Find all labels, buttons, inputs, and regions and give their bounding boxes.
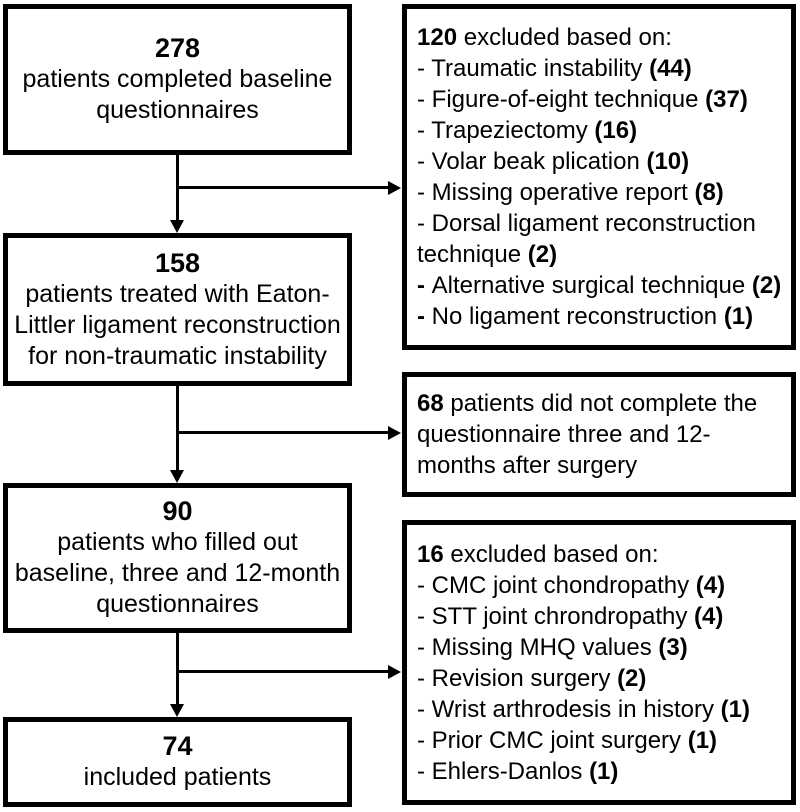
item-count: (1) (687, 726, 718, 754)
item-count: (4) (694, 602, 724, 630)
line-text: technique (417, 241, 528, 268)
connector-line-down-1 (176, 155, 179, 223)
line-text: - Prior CMC joint surgery (417, 726, 688, 754)
list-item: - Trapeziectomy (16) (417, 115, 787, 146)
patient-count: 278 (154, 33, 201, 63)
item-count: (37) (705, 86, 748, 113)
list-item: - Alternative surgical technique (2) (417, 270, 787, 301)
box-lost-followup: 68 patients did not complete the questio… (402, 372, 796, 497)
list-item: - Traumatic instability (44) (417, 53, 787, 84)
list-item: - Missing MHQ values (3) (417, 632, 787, 663)
line-text: - CMC joint chondropathy (417, 571, 696, 599)
connector-line-right-3 (177, 670, 389, 673)
line-text: questionnaire three and 12- (417, 421, 711, 448)
bold-dash: - (417, 303, 432, 330)
item-count: (1) (723, 303, 754, 330)
box-text-line: Littler ligament reconstruction (14, 310, 341, 339)
list-item-wrap: technique (2) (417, 239, 787, 270)
arrow-right-icon (388, 665, 401, 679)
box-text-line: patients completed baseline (22, 65, 333, 93)
patient-count: 158 (154, 247, 201, 278)
arrow-down-icon (170, 470, 184, 483)
item-count: (3) (658, 633, 688, 661)
item-count: (1) (720, 695, 750, 723)
connector-line-down-2 (176, 386, 179, 472)
item-count: (10) (646, 148, 690, 175)
box-text-line: questionnaire three and 12- (417, 419, 787, 450)
line-text: - Revision surgery (417, 664, 618, 692)
line-text: - Missing MHQ values (417, 633, 659, 661)
connector-line-right-2 (177, 431, 389, 434)
line-text: patients did not complete the (443, 390, 758, 417)
arrow-down-icon (170, 220, 184, 233)
item-count: (4) (695, 571, 726, 599)
item-count: (16) (594, 117, 638, 144)
box-text-line: baseline, three and 12-month (14, 559, 341, 587)
line-text: No ligament reconstruction (431, 303, 724, 330)
excluded-count: 120 (417, 24, 458, 51)
line-text: - Missing operative report (417, 179, 695, 206)
list-item: - Ehlers-Danlos (1) (417, 756, 787, 787)
line-text: - Traumatic instability (417, 55, 650, 82)
line-text: excluded based on: (457, 24, 672, 51)
box-text-line: for non-traumatic instability (28, 341, 327, 370)
box-text-line: patients who filled out (57, 528, 298, 556)
item-count: (2) (617, 664, 647, 692)
box-excluded-final: 16 excluded based on: - CMC joint chondr… (402, 520, 796, 805)
item-count: (2) (527, 241, 558, 268)
item-count: (1) (589, 757, 619, 785)
list-item: - Figure-of-eight technique (37) (417, 84, 787, 115)
list-item: - Revision surgery (2) (417, 663, 787, 694)
line-text: - STT joint chrondropathy (417, 602, 695, 630)
list-item: - Prior CMC joint surgery (1) (417, 725, 787, 756)
line-text: - Dorsal ligament reconstruction (417, 210, 756, 237)
box-text-line: questionnaires (96, 590, 259, 618)
line-text: - Trapeziectomy (417, 117, 595, 144)
item-count: (2) (751, 272, 782, 299)
arrow-right-icon (388, 426, 401, 440)
list-item: - Wrist arthrodesis in history (1) (417, 694, 787, 725)
line-text: - Volar beak plication (417, 148, 647, 175)
arrow-right-icon (388, 181, 401, 195)
box-text-line: questionnaires (96, 96, 259, 124)
arrow-down-icon (170, 704, 184, 717)
line-text: - Figure-of-eight technique (417, 86, 706, 113)
box-included-patients: 74 included patients (3, 717, 352, 807)
list-item: - Missing operative report (8) (417, 177, 787, 208)
patient-count: 74 (162, 731, 193, 761)
excluded-count: 16 (417, 540, 444, 568)
list-item: - Dorsal ligament reconstruction (417, 208, 787, 239)
line-text: - Ehlers-Danlos (417, 757, 590, 785)
patient-count: 90 (162, 496, 193, 526)
line-text: Alternative surgical technique (431, 272, 752, 299)
box-excluded-baseline: 120 excluded based on: - Traumatic insta… (402, 4, 796, 350)
list-item: - STT joint chrondropathy (4) (417, 601, 787, 632)
item-count: (8) (694, 179, 724, 206)
box-text-line: patients treated with Eaton- (25, 279, 330, 308)
box-baseline-questionnaires: 278 patients completed baseline question… (3, 4, 352, 155)
box-text-line: 68 patients did not complete the (417, 388, 787, 419)
line-text: excluded based on: (443, 540, 659, 568)
list-item: - Volar beak plication (10) (417, 146, 787, 177)
connector-line-down-3 (176, 633, 179, 706)
box-text-line: included patients (83, 763, 272, 791)
bold-dash: - (417, 272, 432, 299)
line-text: - Wrist arthrodesis in history (417, 695, 721, 723)
box-eaton-littler-treatment: 158 patients treated with Eaton- Littler… (3, 233, 352, 386)
box-text-line: months after surgery (417, 450, 787, 481)
patient-count: 68 (417, 390, 444, 417)
list-title: 16 excluded based on: (417, 539, 787, 570)
connector-line-right-1 (177, 186, 389, 189)
item-count: (44) (649, 55, 692, 82)
list-title: 120 excluded based on: (417, 22, 787, 53)
list-item: - No ligament reconstruction (1) (417, 301, 787, 332)
list-item: - CMC joint chondropathy (4) (417, 570, 787, 601)
box-completed-all-questionnaires: 90 patients who filled out baseline, thr… (3, 483, 352, 633)
line-text: months after surgery (417, 452, 638, 479)
